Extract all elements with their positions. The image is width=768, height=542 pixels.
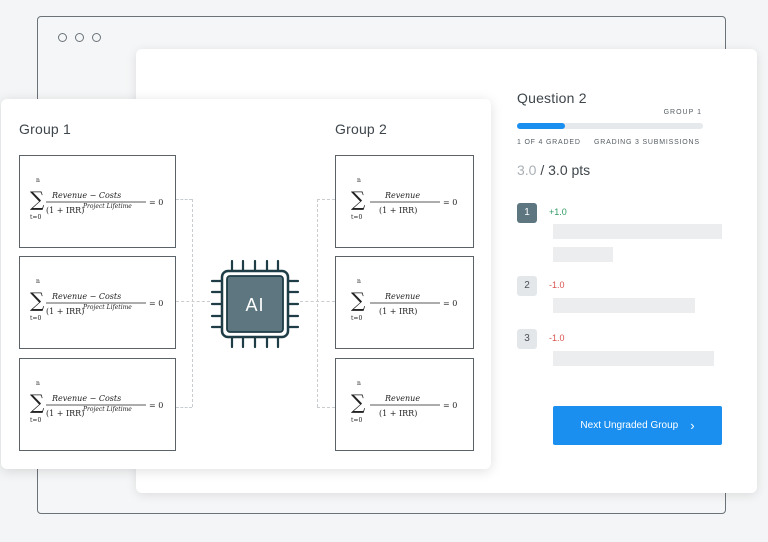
svg-text:n: n bbox=[357, 177, 361, 184]
svg-text:n: n bbox=[36, 278, 40, 285]
graded-count: 1 OF 4 GRADED bbox=[517, 139, 581, 146]
irr-formula-long: n ∑ t=0 Revenue − Costs (1 + IRR) Projec… bbox=[30, 177, 163, 221]
svg-text:n: n bbox=[36, 380, 40, 387]
svg-text:Revenue: Revenue bbox=[384, 292, 420, 301]
connector-line bbox=[192, 199, 193, 407]
grouping-panel: Group 1 Group 2 n ∑ t=0 Revenue − Costs … bbox=[1, 99, 491, 469]
svg-text:(1 + IRR): (1 + IRR) bbox=[46, 409, 84, 418]
svg-text:Revenue: Revenue bbox=[384, 394, 420, 403]
svg-text:= 0: = 0 bbox=[149, 198, 163, 207]
connector-line bbox=[317, 407, 335, 408]
svg-text:Revenue − Costs: Revenue − Costs bbox=[51, 292, 121, 301]
irr-formula-short: n ∑ t=0 Revenue (1 + IRR) = 0 bbox=[351, 278, 457, 322]
connector-line bbox=[317, 199, 318, 407]
rubric-delta: -1.0 bbox=[549, 280, 565, 290]
maximize-dot-icon[interactable] bbox=[92, 33, 101, 42]
irr-formula-long: n ∑ t=0 Revenue − Costs (1 + IRR) Projec… bbox=[30, 380, 163, 424]
group-2-title: Group 2 bbox=[335, 121, 387, 137]
rubric-number: 3 bbox=[517, 329, 537, 349]
irr-formula-long: n ∑ t=0 Revenue − Costs (1 + IRR) Projec… bbox=[30, 278, 163, 322]
ai-chip-icon: AI bbox=[210, 259, 300, 349]
points-display: 3.0 / 3.0 pts bbox=[517, 162, 590, 178]
question-title: Question 2 bbox=[517, 90, 587, 106]
svg-text:∑: ∑ bbox=[351, 187, 366, 211]
connector-line bbox=[176, 407, 192, 408]
grading-progress-bar bbox=[517, 123, 703, 129]
rubric-number: 2 bbox=[517, 276, 537, 296]
rubric-text-placeholder bbox=[553, 298, 695, 313]
svg-text:∑: ∑ bbox=[30, 187, 45, 211]
points-score: 3.0 bbox=[517, 162, 537, 178]
svg-text:t=0: t=0 bbox=[351, 214, 362, 221]
svg-text:= 0: = 0 bbox=[443, 299, 457, 308]
svg-text:(1 + IRR): (1 + IRR) bbox=[379, 409, 417, 418]
svg-text:n: n bbox=[36, 177, 40, 184]
connector-line bbox=[176, 301, 210, 302]
rubric-number: 1 bbox=[517, 203, 537, 223]
svg-text:Revenue: Revenue bbox=[384, 191, 420, 200]
group-2-submission[interactable]: n ∑ t=0 Revenue (1 + IRR) = 0 bbox=[335, 256, 474, 349]
grading-progress-fill bbox=[517, 123, 566, 129]
rubric-delta: +1.0 bbox=[549, 207, 567, 217]
svg-text:Project Lifetime: Project Lifetime bbox=[82, 203, 132, 210]
close-dot-icon[interactable] bbox=[58, 33, 67, 42]
group-2-submission[interactable]: n ∑ t=0 Revenue (1 + IRR) = 0 bbox=[335, 155, 474, 248]
points-total: / 3.0 pts bbox=[540, 162, 591, 178]
svg-text:Project Lifetime: Project Lifetime bbox=[82, 406, 132, 413]
svg-text:∑: ∑ bbox=[30, 288, 45, 312]
connector-line bbox=[317, 199, 335, 200]
next-ungraded-group-button[interactable]: Next Ungraded Group › bbox=[553, 406, 722, 445]
svg-text:t=0: t=0 bbox=[30, 417, 41, 424]
ai-chip-label: AI bbox=[245, 295, 264, 315]
irr-formula-short: n ∑ t=0 Revenue (1 + IRR) = 0 bbox=[351, 380, 457, 424]
svg-text:Project Lifetime: Project Lifetime bbox=[82, 304, 132, 311]
svg-text:∑: ∑ bbox=[351, 390, 366, 414]
current-group-label: GROUP 1 bbox=[663, 109, 702, 116]
rubric-text-placeholder bbox=[553, 224, 722, 239]
rubric-delta: -1.0 bbox=[549, 333, 565, 343]
connector-line bbox=[176, 199, 192, 200]
svg-text:Revenue − Costs: Revenue − Costs bbox=[51, 394, 121, 403]
chevron-right-icon: › bbox=[690, 418, 695, 433]
group-2-submission[interactable]: n ∑ t=0 Revenue (1 + IRR) = 0 bbox=[335, 358, 474, 451]
svg-text:= 0: = 0 bbox=[149, 299, 163, 308]
svg-text:t=0: t=0 bbox=[30, 315, 41, 322]
group-1-submission[interactable]: n ∑ t=0 Revenue − Costs (1 + IRR) Projec… bbox=[19, 155, 176, 248]
svg-text:n: n bbox=[357, 278, 361, 285]
group-1-submission[interactable]: n ∑ t=0 Revenue − Costs (1 + IRR) Projec… bbox=[19, 358, 176, 451]
svg-text:t=0: t=0 bbox=[30, 214, 41, 221]
rubric-text-placeholder bbox=[553, 247, 613, 262]
svg-text:= 0: = 0 bbox=[443, 401, 457, 410]
group-1-title: Group 1 bbox=[19, 121, 71, 137]
svg-text:(1 + IRR): (1 + IRR) bbox=[379, 206, 417, 215]
svg-text:(1 + IRR): (1 + IRR) bbox=[46, 206, 84, 215]
minimize-dot-icon[interactable] bbox=[75, 33, 84, 42]
irr-formula-short: n ∑ t=0 Revenue (1 + IRR) = 0 bbox=[351, 177, 457, 221]
submissions-count: GRADING 3 SUBMISSIONS bbox=[594, 139, 700, 146]
group-1-submission[interactable]: n ∑ t=0 Revenue − Costs (1 + IRR) Projec… bbox=[19, 256, 176, 349]
svg-text:t=0: t=0 bbox=[351, 315, 362, 322]
rubric-text-placeholder bbox=[553, 351, 714, 366]
svg-text:t=0: t=0 bbox=[351, 417, 362, 424]
svg-text:Revenue − Costs: Revenue − Costs bbox=[51, 191, 121, 200]
svg-text:∑: ∑ bbox=[351, 288, 366, 312]
next-button-label: Next Ungraded Group bbox=[580, 420, 679, 431]
svg-text:(1 + IRR): (1 + IRR) bbox=[46, 307, 84, 316]
window-controls bbox=[58, 33, 101, 42]
svg-text:n: n bbox=[357, 380, 361, 387]
svg-text:= 0: = 0 bbox=[443, 198, 457, 207]
svg-text:∑: ∑ bbox=[30, 390, 45, 414]
svg-text:(1 + IRR): (1 + IRR) bbox=[379, 307, 417, 316]
svg-text:= 0: = 0 bbox=[149, 401, 163, 410]
